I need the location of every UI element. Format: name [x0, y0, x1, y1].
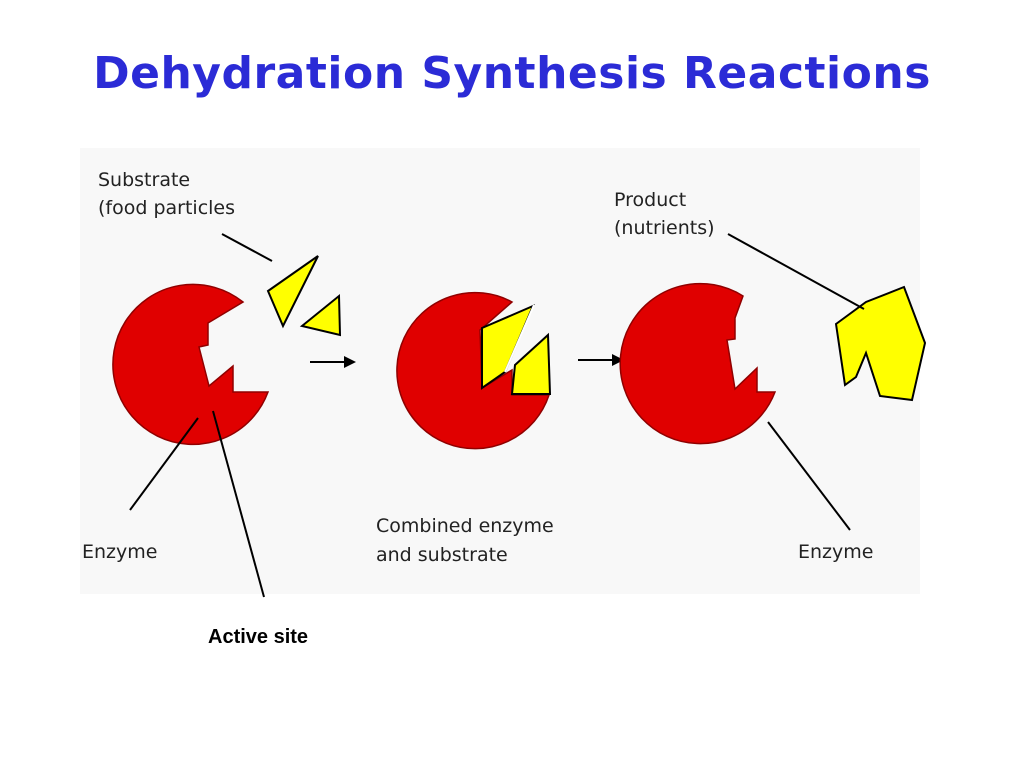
product-pointer-line	[727, 233, 865, 310]
enzyme-middle	[396, 291, 551, 450]
product-label-line1: Product	[614, 189, 686, 211]
enzyme-right-label: Enzyme	[798, 541, 873, 563]
active-site-pointer-line	[212, 410, 265, 598]
substrate-piece-2	[299, 293, 342, 337]
substrate-piece-1	[266, 255, 319, 329]
enzyme-right-pointer-line	[767, 421, 851, 531]
arrow-2-head	[612, 354, 624, 366]
substrate-label-line1: Substrate	[98, 169, 190, 191]
substrate-label-line2: (food particles	[98, 197, 235, 219]
enzyme-left-label: Enzyme	[82, 541, 157, 563]
active-site-label: Active site	[208, 626, 308, 648]
enzyme-left	[112, 283, 270, 446]
product-label-line2: (nutrients)	[614, 217, 715, 239]
combined-label-line1: Combined enzyme	[376, 515, 554, 537]
substrate-bound-2	[510, 332, 552, 395]
enzyme-right	[619, 282, 777, 445]
combined-label-line2: and substrate	[376, 544, 508, 566]
substrate-pointer-line	[221, 233, 273, 262]
product-molecule	[834, 285, 927, 402]
enzyme-left-pointer-line	[129, 417, 199, 511]
arrow-1-head	[344, 356, 356, 368]
substrate-divider	[504, 304, 535, 373]
slide-title: Dehydration Synthesis Reactions	[93, 48, 931, 99]
